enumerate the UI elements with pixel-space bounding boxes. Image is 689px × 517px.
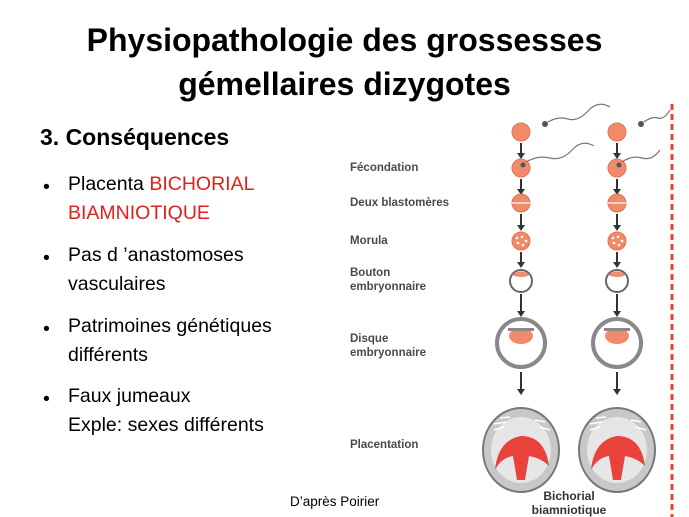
bullet-placenta-highlight: BICHORIAL [149, 173, 255, 195]
bullet-anastomoses-line-2: vasculaires [68, 273, 166, 295]
bullet-anastomoses-line-1: Pas d ’anastomoses [68, 244, 244, 266]
sperm-icon [542, 121, 548, 127]
fertilized-egg-icon [511, 158, 531, 178]
bullet-patrimoines-line-2: différents [68, 344, 148, 366]
bullet-faux-jumeaux-line-2: Exple: sexes différents [68, 414, 264, 436]
bullet-dot-icon: • [43, 247, 50, 269]
slide-title-line-1: Physiopathologie des grossesses [86, 22, 603, 58]
morula-icon [511, 231, 531, 251]
fertilized-egg-icon [607, 158, 627, 178]
bullet-anastomoses: Pas d ’anastomoses vasculaires [68, 241, 338, 299]
section-heading: 3. Conséquences [40, 124, 230, 150]
stage-label-bouton: Bouton [350, 267, 390, 279]
placenta-right-icon [578, 407, 656, 493]
bullet-faux-jumeaux: Faux jumeaux Exple: sexes différents [68, 382, 338, 440]
bullet-dot-icon: • [43, 318, 50, 340]
egg-cell-icon [511, 122, 531, 142]
twin-development-diagram: Fécondation Deux blastomères Morula Bout… [350, 103, 674, 517]
bullet-faux-jumeaux-line-1: Faux jumeaux [68, 385, 191, 407]
stage-label-bouton-embryonnaire: embryonnaire [350, 281, 426, 293]
embryo-column-left [482, 103, 611, 493]
bullet-dot-icon: • [43, 388, 50, 410]
bullet-patrimoines-line-1: Patrimoines génétiques [68, 315, 272, 337]
stage-label-morula: Morula [350, 235, 388, 247]
bullet-placenta-highlight-2: BIAMNIOTIQUE [68, 202, 210, 224]
stage-label-disque: Disque [350, 333, 388, 345]
figure-caption-line-1: Bichorial [543, 489, 594, 503]
bullet-dot-icon: • [43, 176, 50, 198]
stage-label-disque-embryonnaire: embryonnaire [350, 347, 426, 359]
embryo-column-right [578, 109, 671, 493]
stage-label-deux-blastomeres: Deux blastomères [350, 197, 449, 209]
egg-cell-icon [607, 122, 627, 142]
placenta-left-icon [482, 407, 560, 493]
stage-label-placentation: Placentation [350, 439, 418, 451]
stage-label-fecondation: Fécondation [350, 162, 418, 174]
slide-title-line-2: gémellaires dizygotes [178, 66, 511, 102]
bullet-patrimoines: Patrimoines génétiques différents [68, 312, 338, 370]
bullet-placenta: Placenta BICHORIAL BIAMNIOTIQUE [68, 170, 338, 228]
bullet-placenta-text: Placenta [68, 173, 150, 195]
figure-caption-line-2: biamniotique [532, 503, 607, 517]
morula-icon [607, 231, 627, 251]
source-credit: D’après Poirier [290, 494, 380, 509]
sperm-icon [638, 121, 644, 127]
